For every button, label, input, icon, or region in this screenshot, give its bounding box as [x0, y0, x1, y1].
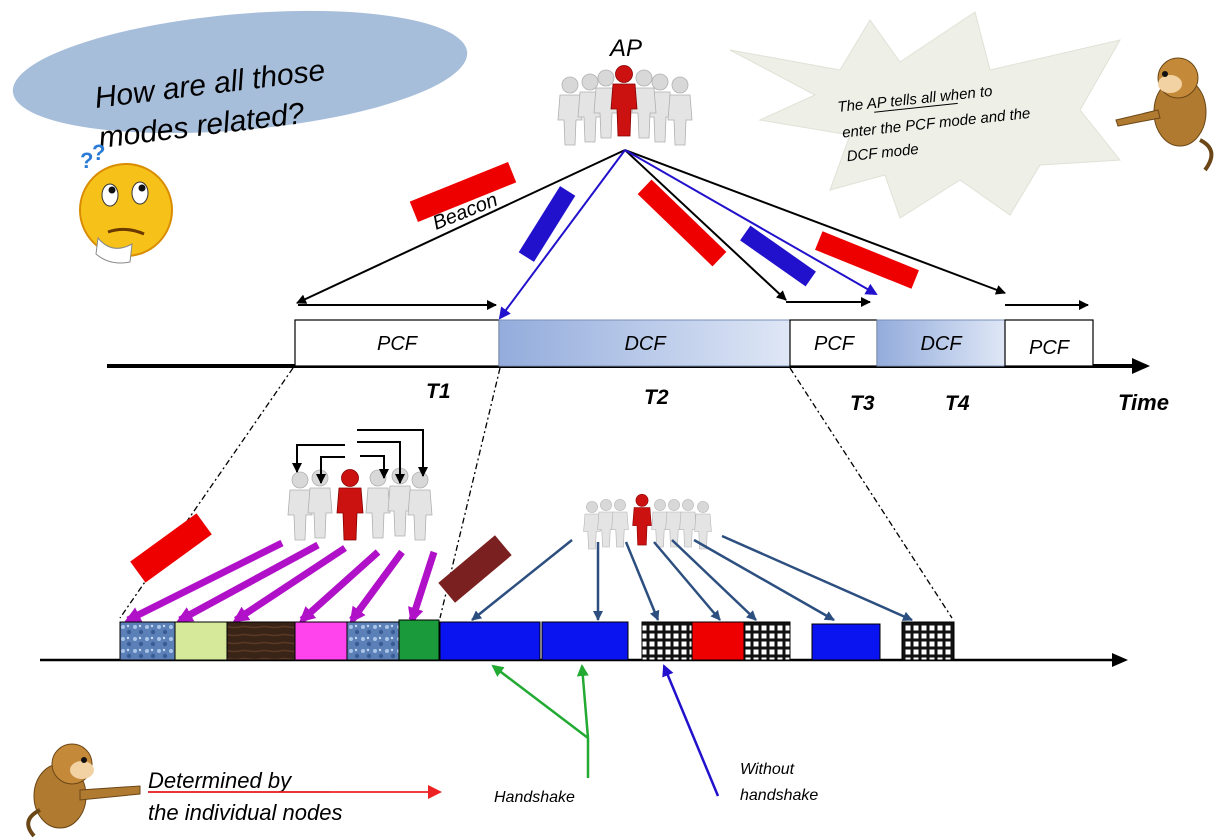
- beacon-bar-red: [815, 231, 919, 289]
- frame-block: [174, 621, 228, 661]
- monkey-pointing-icon: [1115, 57, 1214, 172]
- speech-burst-icon: [729, 11, 1122, 219]
- ap-label: AP: [608, 35, 642, 62]
- without-handshake-arrow: [662, 664, 720, 797]
- svg-text:?: ?: [92, 140, 105, 165]
- polling-arrows: [292, 429, 428, 484]
- legend-handshake: Handshake: [494, 789, 575, 806]
- tick-label: T2: [644, 386, 669, 409]
- legend-determined-line2: the individual nodes: [148, 800, 342, 825]
- handshake-arrows: [491, 664, 590, 778]
- frame-block: [294, 621, 348, 661]
- time-axis-label: Time: [1118, 390, 1169, 415]
- beacon-bar-red: [409, 161, 517, 223]
- frame-block: [691, 621, 745, 661]
- segment-label: DCF: [920, 333, 963, 355]
- frame-block: [398, 619, 440, 661]
- beacon-bar-brown: [438, 535, 512, 603]
- segment-pcf-2: [789, 319, 878, 367]
- legend-without-line1: Without: [740, 761, 795, 778]
- svg-text:?: ?: [80, 148, 93, 173]
- frame-block: [811, 623, 881, 661]
- beacon-bar-red: [637, 179, 727, 267]
- monkey-pointing-icon: [26, 743, 141, 838]
- frame-block: [541, 621, 629, 661]
- frame-block: [439, 621, 541, 661]
- segment-dcf-2: [876, 319, 1006, 367]
- frame-block: [119, 621, 176, 661]
- frame-block: [641, 621, 693, 661]
- beacon-bar-blue: [518, 186, 576, 262]
- dcf-people-group-icon: [583, 493, 712, 550]
- navy-contention-arrows: [471, 534, 913, 622]
- frame-block: [901, 621, 955, 661]
- legend-without-line2: handshake: [740, 787, 818, 804]
- beacon-bar-blue: [740, 225, 816, 287]
- frame-block: [226, 621, 296, 661]
- segment-label: PCF: [1029, 337, 1071, 359]
- segment-label: DCF: [624, 333, 667, 355]
- confused-smiley-icon: ? ?: [79, 140, 173, 264]
- zoom-guides: [119, 367, 953, 619]
- ap-blue-arrows: [498, 149, 878, 320]
- legend-determined-line1: Determined by: [148, 768, 293, 793]
- beacon-bar-red: [130, 513, 212, 583]
- segment-pcf-3: [1004, 319, 1094, 367]
- purple-poll-arrows: [124, 539, 438, 624]
- tick-label: T3: [850, 392, 875, 415]
- tick-label: T1: [426, 380, 451, 403]
- pcf-people-group-icon: [287, 467, 433, 541]
- frame-block: [346, 621, 400, 661]
- ap-people-group-icon: [557, 65, 693, 146]
- segment-pcf-1: [294, 319, 500, 367]
- ap-black-arrows: [296, 149, 1089, 310]
- segment-label: PCF: [377, 333, 419, 355]
- segment-label: PCF: [814, 333, 856, 355]
- question-callout: How are all those modes related?: [12, 10, 468, 155]
- frame-block: [743, 621, 791, 661]
- tick-label: T4: [945, 392, 970, 415]
